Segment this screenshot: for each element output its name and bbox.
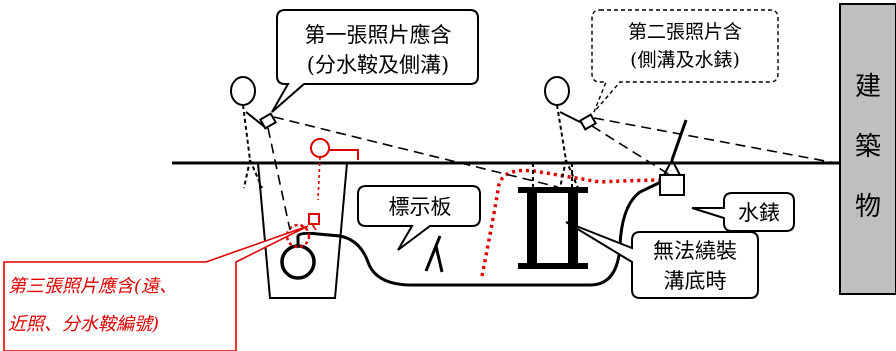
callout-photo2 (591, 9, 779, 113)
photographer2-head (544, 76, 570, 106)
sightline2-bottom (591, 125, 671, 176)
red-person-head (310, 138, 330, 158)
callout-no-bypass-line1: 無法繞裝 (653, 239, 737, 263)
trench-cap-top (518, 187, 588, 193)
red-camera-icon (308, 213, 320, 225)
camera2-icon (578, 113, 598, 131)
trench-outline (257, 162, 348, 299)
sightline1-bottom (267, 127, 291, 231)
photographer2-body (556, 104, 579, 189)
saddle-highlight (285, 223, 311, 249)
red-person-body (317, 156, 321, 201)
callout-sign-board-text: 標示板 (389, 195, 452, 219)
callout-photo3-line1: 第三張照片應含(遠、 (8, 276, 177, 297)
water-meter-box (659, 174, 685, 196)
callout-photo1-line1: 第一張照片應含 (305, 23, 452, 47)
callout-photo2-line1: 第二張照片含 (628, 21, 742, 43)
building-block (839, 3, 896, 295)
camera1-icon (258, 112, 278, 130)
callout-photo1-line2: (分水鞍及側溝) (307, 53, 449, 77)
trench-cap-bottom (518, 263, 588, 269)
sign-board-post (424, 235, 444, 273)
building-label-3: 物 (855, 192, 881, 222)
main-pipe-circle (280, 244, 316, 280)
sightline2-top (593, 117, 837, 164)
water-meter-pole (670, 119, 688, 161)
callout-no-bypass (565, 221, 759, 299)
callout-sign-board (357, 185, 481, 251)
sightline1-top (273, 116, 559, 188)
callout-photo2-line2: (側溝及水錶) (630, 49, 740, 71)
callout-water-meter-text: 水錶 (738, 201, 780, 225)
callout-photo3-line2: 近照、分水鞍編號) (8, 314, 159, 335)
photographer1-body (242, 104, 263, 189)
photographer1-head (230, 76, 256, 106)
callout-no-bypass-line2: 溝底時 (664, 269, 727, 293)
red-camera-strap (311, 223, 317, 231)
service-pipe (296, 178, 666, 287)
callout-photo3 (3, 225, 309, 351)
red-person-arm (329, 149, 359, 160)
building-label-1: 建 (855, 72, 881, 102)
callout-photo1 (271, 9, 479, 113)
building-label-2: 築 (855, 132, 881, 162)
trench-post-right (568, 193, 578, 263)
trench-post-left (527, 193, 537, 263)
alternate-route-dotted (480, 168, 666, 277)
